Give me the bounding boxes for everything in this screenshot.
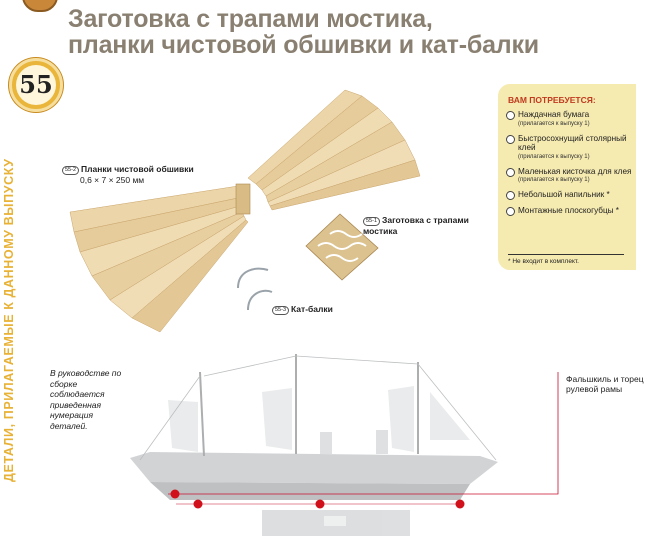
requirements-footnote: * Не входит в комплект.: [508, 258, 579, 265]
page-title: Заготовка с трапами мостика, планки чист…: [68, 6, 539, 58]
marker-point: [193, 499, 203, 509]
planks-bundle-illustration: [69, 89, 421, 333]
part-tag: 55-2: [62, 166, 80, 175]
requirement-note: (прилагается к выпуску 1): [518, 177, 590, 183]
title-line-2: планки чистовой обшивки и кат-балки: [68, 31, 539, 59]
marker-point: [315, 499, 325, 509]
title-line-1: Заготовка с трапами мостика,: [68, 5, 433, 33]
requirements-panel: ВАМ ПОТРЕБУЕТСЯ: Наждачная бумага (прила…: [498, 84, 636, 270]
requirement-note: (прилагается к выпуску 1): [518, 120, 590, 127]
requirement-label: Монтажные плоскогубцы *: [518, 205, 619, 215]
requirement-item: Небольшой напильник *: [506, 190, 634, 200]
issue-number-badge: 55: [9, 58, 63, 112]
requirement-item: Быстросохнущий столярный клей (прилагает…: [506, 134, 634, 161]
part-name: Планки чистовой обшивки: [81, 164, 194, 174]
requirement-label: Маленькая кисточка для клея: [518, 166, 632, 176]
false-keel-highlight: [168, 372, 559, 509]
marker-point: [170, 489, 180, 499]
requirement-label: Быстросохнущий столярный клей: [518, 133, 627, 153]
requirements-title: ВАМ ПОТРЕБУЕТСЯ:: [508, 95, 596, 105]
requirement-label: Небольшой напильник *: [518, 190, 610, 199]
requirement-item: Маленькая кисточка для клея (прилагается…: [506, 167, 634, 185]
part-name: Заготовка с трапами мостика: [363, 215, 469, 236]
requirement-item: Наждачная бумага (прилагается к выпуску …: [506, 110, 634, 128]
false-keel-label: Фальшкиль и торец рулевой рамы: [566, 374, 644, 394]
requirements-divider: [508, 254, 624, 255]
part-tag: 55-3: [272, 306, 290, 315]
part-dimensions: 0,6 × 7 × 250 мм: [80, 175, 145, 185]
part-tag: 55-1: [363, 217, 381, 226]
manual-note: В руководстве по сборке соблюдается прив…: [50, 368, 122, 431]
issue-number: 55: [16, 65, 56, 105]
requirement-item: Монтажные плоскогубцы *: [506, 205, 634, 215]
part-name: Кат-балки: [291, 304, 333, 314]
bridge-blank-illustration: [305, 213, 379, 281]
requirement-note: (прилагается к выпуску 1): [518, 153, 590, 160]
requirement-label: Наждачная бумага: [518, 110, 590, 119]
ship-illustration: [130, 354, 498, 536]
marker-point: [455, 499, 465, 509]
davits-illustration: [237, 267, 273, 311]
requirements-list: Наждачная бумага (прилагается к выпуску …: [506, 110, 634, 221]
